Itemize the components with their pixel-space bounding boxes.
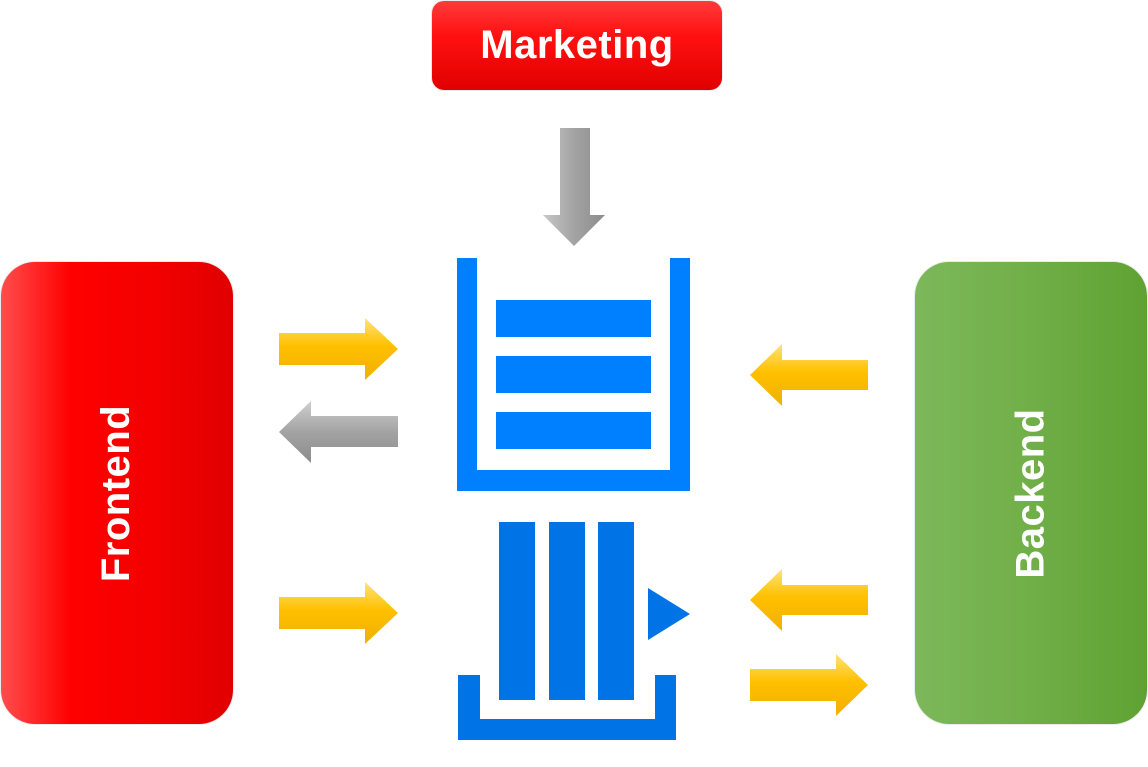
stack-item	[549, 522, 585, 700]
arrow-queue-to-frontend	[279, 401, 398, 463]
arrow-backend-to-queue	[750, 344, 868, 406]
queue-item	[496, 412, 651, 449]
frontend-block: Frontend	[1, 262, 233, 724]
stack-item	[598, 522, 634, 700]
marketing-label: Marketing	[480, 23, 674, 67]
stack-item	[499, 522, 535, 700]
stack-icon	[458, 522, 690, 740]
arrow-frontend-to-queue	[279, 318, 398, 380]
arrow-marketing-to-queue	[543, 128, 605, 246]
queue-item	[496, 300, 651, 337]
marketing-block: Marketing	[432, 1, 722, 90]
arrow-frontend-to-stack	[279, 582, 398, 644]
queue-icon	[457, 258, 690, 491]
play-triangle-icon	[648, 588, 690, 640]
arrow-backend-to-stack	[750, 569, 868, 631]
queue-item	[496, 356, 651, 393]
backend-block: Backend	[915, 262, 1147, 724]
arrow-stack-to-backend	[750, 654, 868, 716]
